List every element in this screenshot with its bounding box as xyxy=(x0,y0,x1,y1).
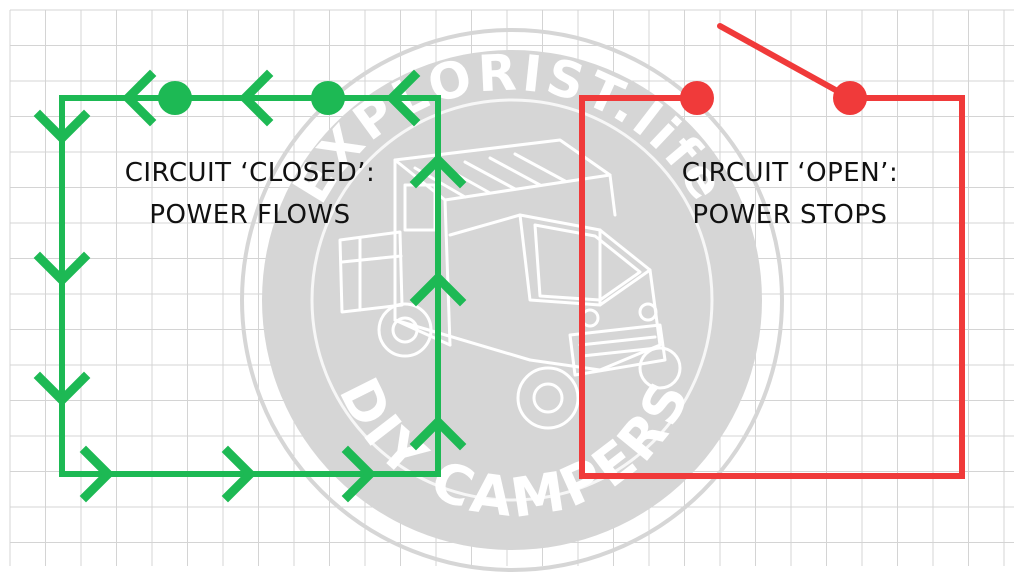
open-circuit-contact-left xyxy=(680,81,714,115)
flow-right-chevron-arrow-icon xyxy=(221,445,257,503)
flow-up-chevron-arrow-icon xyxy=(409,153,467,189)
watermark-disc xyxy=(262,50,762,550)
flow-down-chevron-arrow-icon xyxy=(33,371,91,407)
closed-circuit-contact-right xyxy=(311,81,345,115)
closed-circuit xyxy=(33,69,467,503)
watermark-inner-ring xyxy=(310,98,714,502)
closed-circuit-flow-arrows xyxy=(33,69,467,503)
open-circuit xyxy=(579,23,965,479)
closed-circuit-contact-left xyxy=(158,81,192,115)
flow-up-chevron-arrow-icon xyxy=(409,271,467,307)
open-circuit-wire xyxy=(579,95,965,479)
open-switch-icon xyxy=(717,23,853,101)
open-circuit-label-line1: CIRCUIT ‘OPEN’: xyxy=(681,158,899,188)
flow-down-chevron-arrow-icon xyxy=(33,109,91,145)
flow-up-chevron-arrow-icon xyxy=(409,415,467,451)
camper-van-icon xyxy=(338,138,682,430)
flow-right-chevron-arrow-icon xyxy=(79,445,115,503)
closed-circuit-label-line2: POWER FLOWS xyxy=(149,200,351,230)
flow-left-chevron-arrow-icon xyxy=(238,69,274,127)
open-circuit-label: CIRCUIT ‘OPEN’: POWER STOPS xyxy=(620,152,960,236)
flow-right-chevron-arrow-icon xyxy=(341,445,377,503)
open-circuit-contact-right xyxy=(833,81,867,115)
flow-left-chevron-arrow-icon xyxy=(385,69,421,127)
watermark-outer-ring xyxy=(240,28,784,572)
closed-circuit-label: CIRCUIT ‘CLOSED’: POWER FLOWS xyxy=(80,152,420,236)
flow-down-chevron-arrow-icon xyxy=(33,251,91,287)
open-circuit-label-line2: POWER STOPS xyxy=(692,200,888,230)
flow-left-chevron-arrow-icon xyxy=(121,69,157,127)
closed-circuit-label-line1: CIRCUIT ‘CLOSED’: xyxy=(124,158,376,188)
